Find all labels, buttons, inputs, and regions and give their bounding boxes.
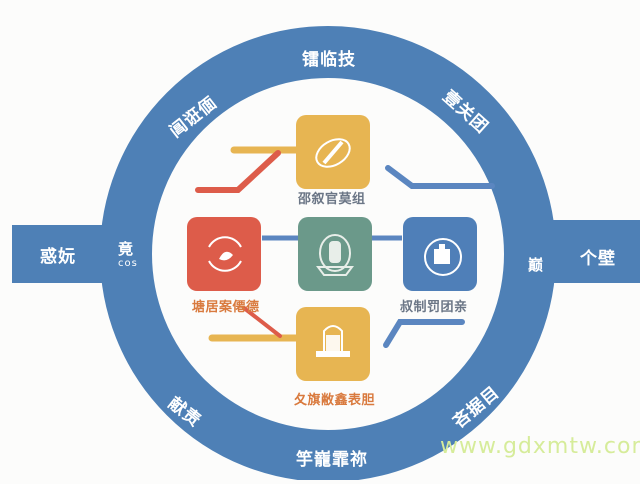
node-left-label: 塘居案僊德: [192, 300, 260, 315]
jar-icon: [316, 325, 350, 357]
connector-red-bottom: [242, 306, 282, 338]
left-ring-sublabel: cos: [118, 258, 138, 269]
node-right[interactable]: [403, 217, 477, 291]
water-tower-icon: [316, 234, 354, 276]
node-right-label: 叔制罚团亲: [400, 300, 468, 315]
left-ring-label: 竟: [118, 240, 135, 258]
right-tab-label: 个壁: [580, 249, 616, 269]
right-ring-label: 巅: [528, 256, 545, 274]
ring-label-bottom: 竽巃霏祢: [296, 450, 368, 470]
building-circle-icon: [424, 238, 462, 276]
node-center[interactable]: [298, 217, 372, 291]
shield-lemon-icon: [315, 138, 351, 168]
outer-ring: [100, 26, 556, 482]
node-bottom-label: 夂旗敝鑫表胆: [294, 393, 376, 408]
connector-blue-top-right: [385, 165, 495, 189]
left-tab-label: 惑妧: [40, 247, 76, 267]
watermark: www.gdxmtw.com: [440, 434, 640, 459]
node-top-label: 邵叙官莫组: [298, 192, 366, 207]
recycle-leaf-icon: [208, 236, 242, 272]
node-bottom[interactable]: [296, 307, 370, 381]
node-top[interactable]: [296, 115, 370, 189]
node-left[interactable]: [187, 217, 261, 291]
connector-blue-bottom-right: [383, 319, 465, 348]
connector-red-top: [195, 150, 281, 193]
ring-label-top: 镭临技: [302, 50, 356, 70]
